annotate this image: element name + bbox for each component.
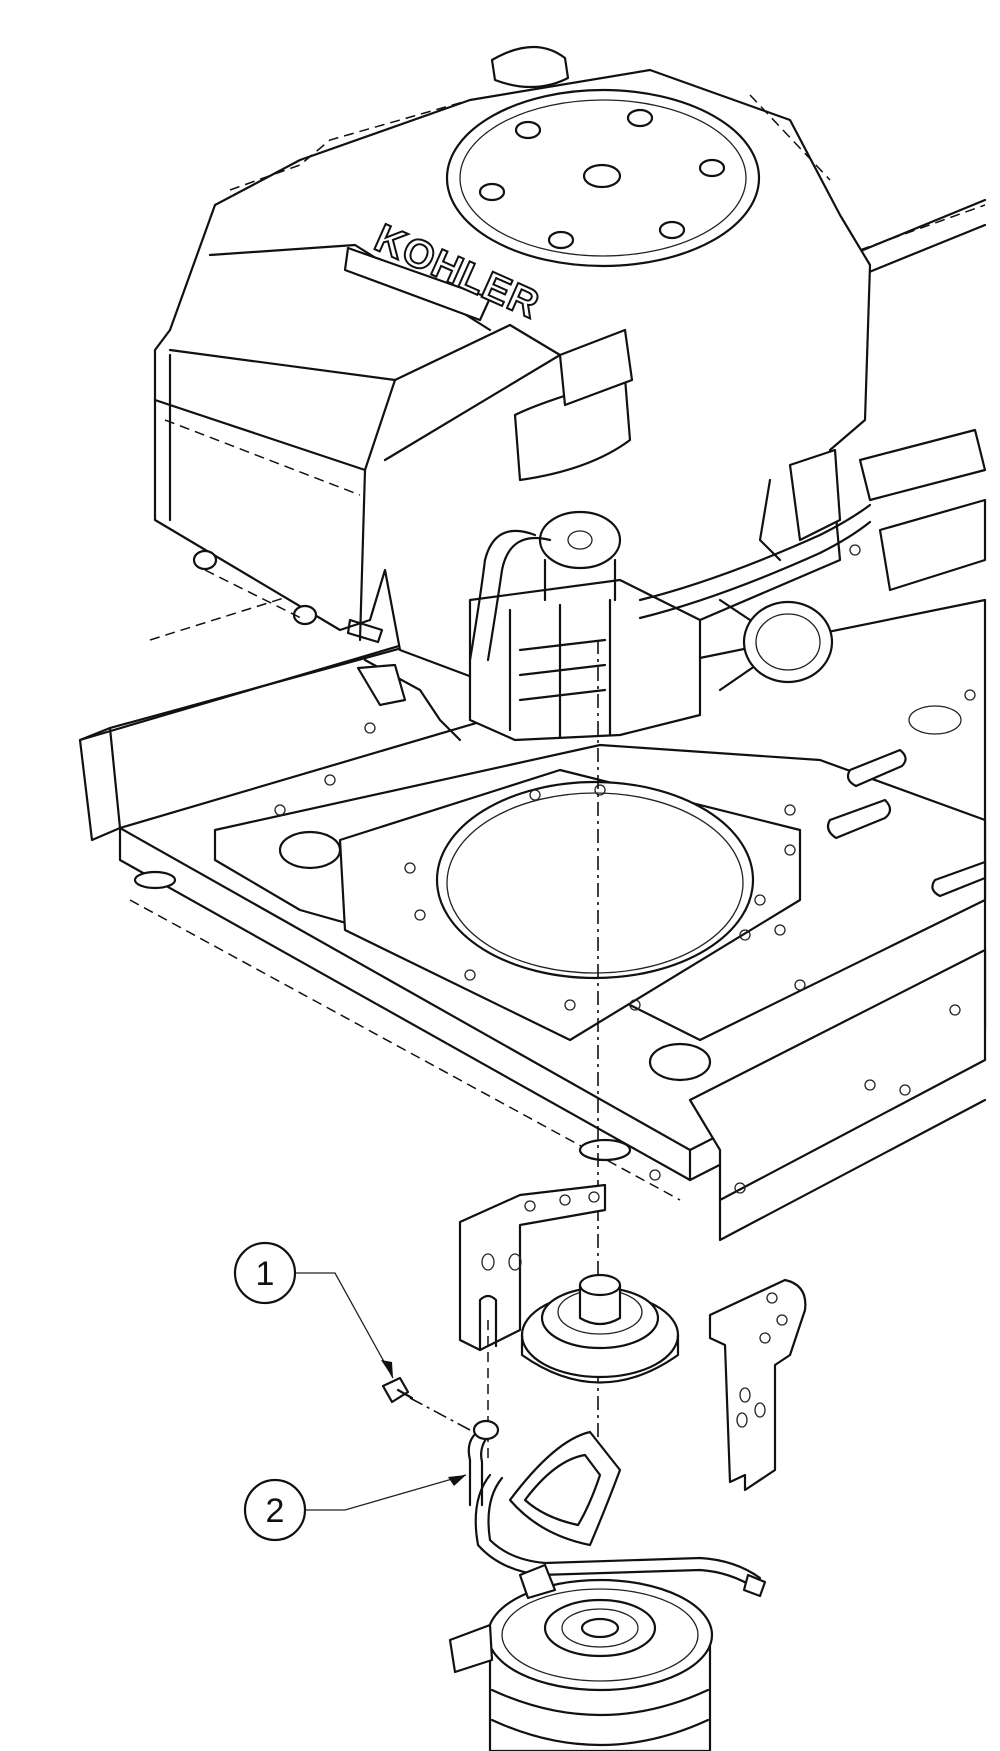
part-2-clutch-retainer — [467, 1419, 767, 1598]
clutch-mount-assembly — [458, 1183, 807, 1492]
callout-2: 2 — [243, 1474, 467, 1542]
callout-1-label: 1 — [256, 1255, 275, 1293]
part-1-bolt — [381, 1376, 471, 1431]
mower-frame — [78, 198, 987, 1242]
callout-2-label: 2 — [266, 1492, 285, 1530]
electric-pto-clutch — [448, 1563, 714, 1751]
callout-1: 1 — [233, 1241, 394, 1379]
engine: KOHLER — [153, 45, 872, 1440]
